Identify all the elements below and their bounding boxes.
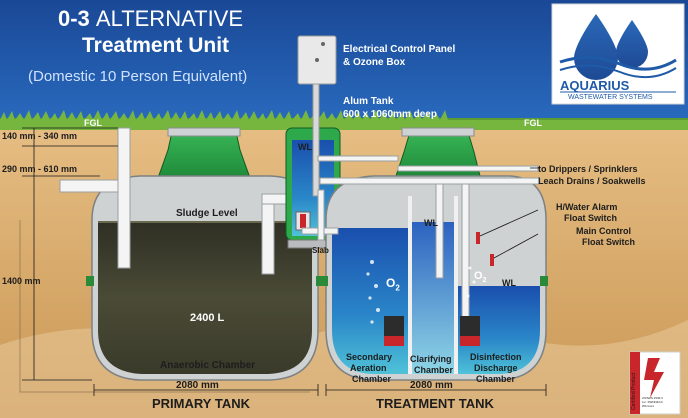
oxygen-left: O2 xyxy=(386,276,400,292)
control-panel xyxy=(297,35,337,197)
volume-label: 2400 L xyxy=(190,312,225,324)
connecting-pipes xyxy=(301,155,539,241)
title-bold: 0-3 xyxy=(58,6,90,31)
oxygen-right: O2 xyxy=(474,270,486,284)
alarm-switch-label-1: H/Water Alarm xyxy=(556,202,618,212)
anaerobic-label: Anaerobic Chamber xyxy=(160,360,256,371)
oxygen-right-sub: 2 xyxy=(482,277,487,285)
aquarius-logo xyxy=(551,3,685,105)
secondary-label-2: Aeration xyxy=(350,363,387,373)
clarifying-label-1: Clarifying xyxy=(410,354,452,364)
subtitle: (Domestic 10 Person Equivalent) xyxy=(28,68,248,85)
certified-badge xyxy=(629,351,681,415)
badge-text: Certified Product xyxy=(631,372,637,410)
control-switch-label-2: Float Switch xyxy=(582,237,636,247)
sludge-level-label: Sludge Level xyxy=(176,208,238,219)
grass xyxy=(0,110,688,130)
fgl-left: FGL xyxy=(84,118,102,128)
alum-tank-label-2: 600 x 1060mm deep xyxy=(343,109,437,120)
dimension-lines xyxy=(22,127,547,396)
treatment-tank xyxy=(319,127,548,381)
leader-lines xyxy=(479,167,540,259)
wl-alum: WL xyxy=(298,142,312,152)
wl-disinfection: WL xyxy=(502,278,516,288)
secondary-label-1: Secondary xyxy=(346,352,393,362)
disinfection-label-3: Chamber xyxy=(476,374,516,384)
control-panel-label-2: & Ozone Box xyxy=(343,57,406,68)
title-line-2: Treatment Unit xyxy=(82,34,230,57)
disinfection-label-1: Disinfection xyxy=(470,352,522,362)
oxygen-left-symbol: O xyxy=(386,276,396,290)
dim-riser: 140 mm - 340 mm xyxy=(2,131,78,141)
logo-brand: AQUARIUS xyxy=(560,78,630,93)
oxygen-left-sub: 2 xyxy=(395,283,400,293)
title-line-1: 0-3 ALTERNATIVE xyxy=(58,6,243,32)
width-primary: 2080 mm xyxy=(176,380,219,391)
badge-fine-3: WA Govt xyxy=(642,404,654,408)
control-switch-label-1: Main Control xyxy=(576,226,631,236)
primary-tank xyxy=(59,127,324,381)
logo-tagline: WASTEWATER SYSTEMS xyxy=(568,94,653,101)
clarifying-label-2: Chamber xyxy=(414,365,454,375)
disinfection-label-2: Discharge xyxy=(474,363,518,373)
badge-fine-1: AS/NZS 1546.3 xyxy=(642,396,663,400)
alum-tank-label-1: Alum Tank xyxy=(343,96,394,107)
badge-fine-2: Lic. SWNN4/13 xyxy=(642,400,663,404)
dim-height: 1400 mm xyxy=(2,276,41,286)
dim-cover: 290 mm - 610 mm xyxy=(2,164,78,174)
alarm-switch-label-2: Float Switch xyxy=(564,213,618,223)
primary-tank-heading: PRIMARY TANK xyxy=(152,396,250,411)
fgl-right: FGL xyxy=(524,118,542,128)
width-treatment: 2080 mm xyxy=(410,380,453,391)
title-rest: ALTERNATIVE xyxy=(95,6,244,31)
oxygen-right-symbol: O xyxy=(474,270,483,282)
outlet-label-2: Leach Drains / Soakwells xyxy=(538,176,646,186)
wl-treatment: WL xyxy=(424,218,438,228)
control-panel-label-1: Electrical Control Panel xyxy=(343,44,456,55)
secondary-label-3: Chamber xyxy=(352,374,392,384)
slab-label: Slab xyxy=(312,246,329,255)
badge-fine: AS/NZS 1546.3 Lic. SWNN4/13 WA Govt xyxy=(642,396,663,408)
treatment-tank-heading: TREATMENT TANK xyxy=(376,396,494,411)
outlet-label-1: to Drippers / Sprinklers xyxy=(538,164,638,174)
